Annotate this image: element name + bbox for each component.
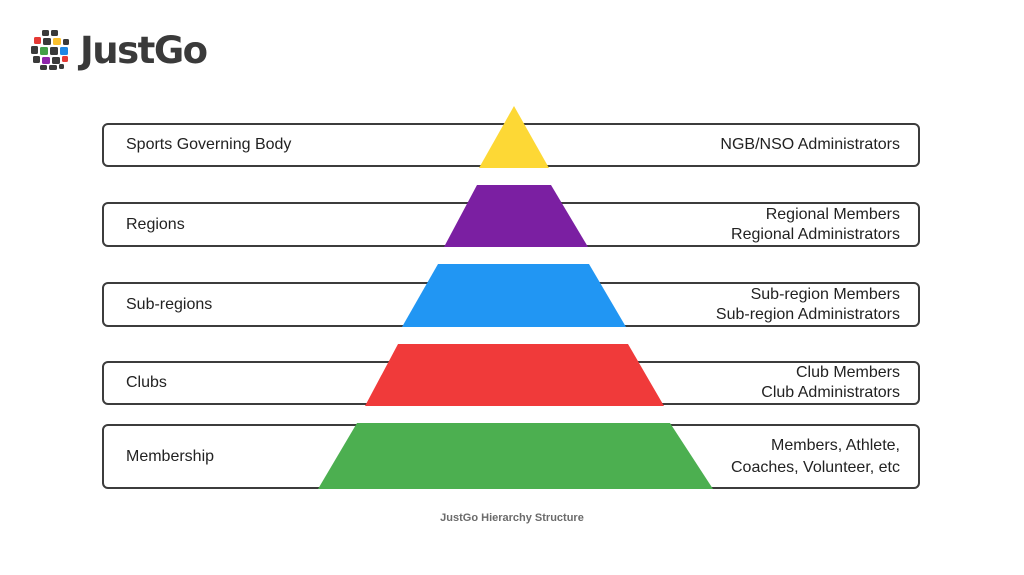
role-line: Regional Members [765,205,900,223]
brand-name: JustGo [80,28,208,72]
level-name: Sub-regions [126,295,213,313]
role-line: Members, Athlete, [771,436,900,454]
role-line: Club Members [795,364,900,381]
level-box-membership: Membership Members, Athlete, Coaches, Vo… [102,424,920,489]
level-roles: NGB/NSO Administrators [720,135,900,155]
role-line: NGB/NSO Administrators [720,136,900,153]
globe-icon [31,30,69,70]
role-line: Sub-region Members [750,285,900,303]
level-name: Regions [126,215,185,233]
level-roles: Club Members Club Administrators [761,363,900,403]
role-line: Regional Administrators [731,225,900,243]
level-box-sub-regions: Sub-regions Sub-region Members Sub-regio… [102,282,920,327]
level-roles: Sub-region Members Sub-region Administra… [716,285,900,325]
level-name: Sports Governing Body [126,136,292,153]
role-line: Coaches, Volunteer, etc [731,458,900,476]
role-line: Club Administrators [761,384,900,401]
level-roles: Regional Members Regional Administrators [731,205,900,245]
level-box-clubs: Clubs Club Members Club Administrators [102,361,920,405]
level-roles: Members, Athlete, Coaches, Volunteer, et… [731,435,900,479]
level-box-regions: Regions Regional Members Regional Admini… [102,202,920,247]
role-line: Sub-region Administrators [715,305,900,323]
justgo-logo: JustGo [28,24,208,76]
level-box-governing-body: Sports Governing Body NGB/NSO Administra… [102,123,920,167]
level-name: Membership [126,447,215,465]
level-name: Clubs [126,374,167,391]
diagram-caption: JustGo Hierarchy Structure [440,512,584,524]
